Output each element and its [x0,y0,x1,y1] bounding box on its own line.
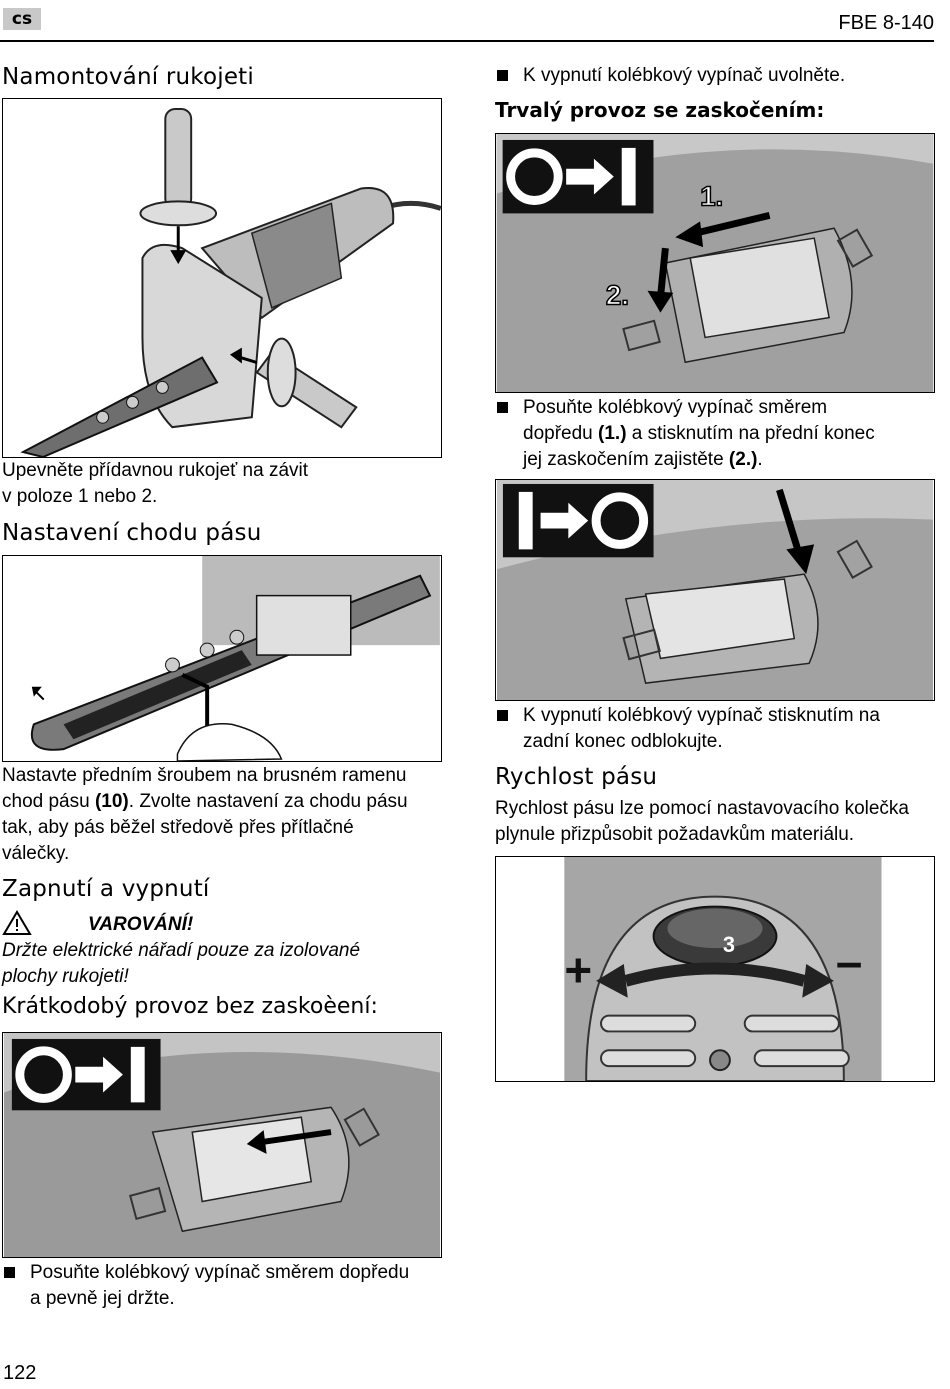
switch-unlock-illustration [496,480,934,700]
speed-decrease-sign: – [836,936,862,989]
warning-triangle-icon [2,910,32,935]
figure-belt-tracking [2,555,442,762]
bullet-release-off: K vypnutí kolébkový vypínač uvolněte. [495,63,950,89]
bullet-square-icon [497,402,508,413]
speed-increase-sign: + [564,944,592,997]
paragraph-handle-mount: Upevněte přídavnou rukojeť na závit v po… [2,460,309,507]
section-title-belt-speed: Rychlost pásu [495,764,658,790]
model-name: FBE 8-140 [838,12,934,34]
speed-dial-illustration: 3 + – [496,857,934,1081]
section-title-continuous: Trvalý provoz se zaskočením: [495,98,825,122]
warning-label: VAROVÁNÍ! [88,914,194,935]
bullet-square-icon [4,1267,15,1278]
bullet-momentary: Posuňte kolébkový vypínač směrem dopředu… [2,1260,470,1312]
warning-text: Držte elektrické nářadí pouze za izolova… [2,940,361,987]
paragraph-belt-speed: Rychlost pásu lze pomocí nastavovacího k… [495,798,909,845]
grinder-handle-illustration [3,99,441,457]
switch-lock-illustration: 1. 2. [496,134,934,392]
section-title-belt-tracking: Nastavení chodu pásu [2,520,262,546]
figure-speed-dial: 3 + – [495,856,935,1082]
belt-adjustment-illustration [4,556,440,761]
bullet-square-icon [497,70,508,81]
bullet-lock-on: Posuňte kolébkový vypínač směrem dopředu… [495,395,950,473]
figure-step-label-1: 1. [700,180,723,211]
section-title-on-off: Zapnutí a vypnutí [2,876,210,902]
section-title-handle-mount: Namontování rukojeti [2,64,254,90]
speed-dial-value: 3 [723,932,735,957]
figure-unlock [495,479,935,701]
figure-step-label-2: 2. [606,280,629,311]
section-title-momentary: Krátkodobý provoz bez zaskoèení: [2,994,378,1019]
figure-handle-mount [2,98,442,458]
paragraph-belt-tracking: Nastavte předním šroubem na brusném rame… [2,765,408,864]
bullet-square-icon [497,710,508,721]
figure-momentary-switch [2,1032,442,1258]
language-badge: cs [3,8,41,30]
page-number: 122 [3,1362,37,1384]
figure-continuous-lock: 1. 2. [495,133,935,393]
warning-row: VAROVÁNÍ! [2,910,442,940]
bullet-unlock: K vypnutí kolébkový vypínač stisknutím n… [495,703,950,755]
header-rule [0,40,934,42]
switch-momentary-illustration [3,1033,441,1257]
